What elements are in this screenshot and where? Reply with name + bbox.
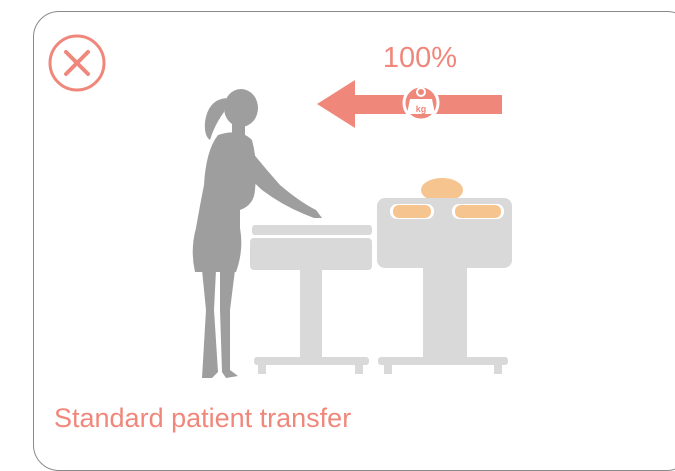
weight-unit-label-wrap: kg xyxy=(416,104,427,114)
weight-unit-label: kg xyxy=(416,104,427,114)
load-percentage: 100% xyxy=(382,42,458,74)
caption: Standard patient transfer xyxy=(54,403,352,433)
close-button[interactable] xyxy=(47,33,107,93)
transfer-card xyxy=(33,11,675,471)
close-icon xyxy=(48,34,106,92)
